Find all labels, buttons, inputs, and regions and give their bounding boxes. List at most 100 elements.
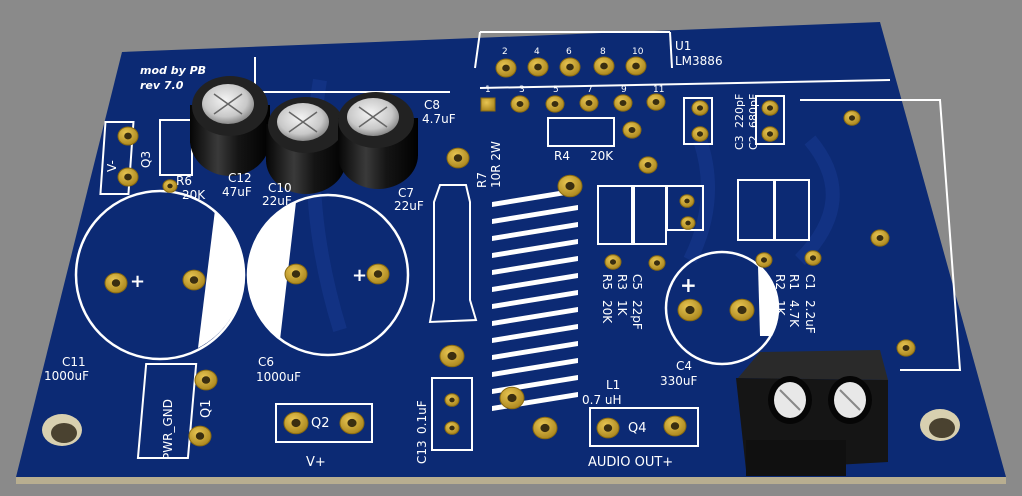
c1-value: 2.2uF: [803, 300, 817, 334]
r1-value: 4.7K: [787, 300, 801, 328]
c4-label: C4: [676, 359, 692, 373]
pad-hole: [603, 424, 613, 432]
pad-hole: [195, 432, 205, 440]
c3-label: C3: [733, 135, 746, 150]
c13-label: C13: [415, 440, 429, 464]
pad-hole: [124, 173, 132, 181]
c12-value: 47uF: [222, 185, 252, 199]
c4-plus-label: +: [680, 273, 697, 297]
c10-label: C10: [268, 181, 292, 195]
heatsink-stripe: [492, 256, 578, 275]
u1-part-label: LM3886: [675, 54, 723, 68]
pad-hole: [737, 305, 747, 315]
screw-terminal: [736, 350, 888, 476]
q3-label: Q3: [139, 151, 153, 168]
pin-number-top: 4: [534, 47, 540, 57]
c3-value: 220pF: [733, 94, 746, 128]
heatsink-stripe: [492, 341, 578, 360]
c4-footprint: [664, 250, 780, 366]
pad-hole: [111, 279, 121, 287]
pad-hole: [534, 63, 542, 71]
r7-label: R7: [475, 172, 489, 188]
heatsink-stripe: [492, 324, 578, 343]
capacitor-c12: [190, 76, 270, 176]
pad-hole: [453, 154, 463, 162]
r4-value: 20K: [590, 149, 614, 163]
pad-hole: [684, 198, 690, 204]
capacitor-c10: [266, 97, 346, 194]
heatsink-stripe: [492, 358, 578, 377]
c6-plus-label: +: [352, 265, 367, 286]
pad-hole: [685, 220, 691, 226]
c11-value: 1000uF: [44, 369, 89, 383]
v-plus-label: V+: [306, 455, 326, 470]
q4-label: Q4: [628, 421, 647, 436]
q2-label: Q2: [311, 416, 330, 431]
c5-value: 22pF: [630, 300, 644, 330]
pads-group: [104, 56, 916, 447]
pad-hole: [619, 99, 627, 107]
pad-hole: [540, 423, 550, 433]
c6-footprint: [246, 193, 410, 357]
r3-label: R3: [615, 274, 629, 290]
pad-hole: [609, 259, 617, 265]
c11-footprint: [74, 189, 246, 361]
pad-hole: [848, 115, 856, 121]
pad-hole: [449, 425, 455, 431]
u1-label: U1: [675, 39, 691, 53]
pin-number-top: 6: [566, 47, 572, 57]
heatsink-stripe: [492, 222, 578, 241]
c1-label: C1: [803, 274, 817, 290]
q1-label: Q1: [199, 399, 214, 418]
heatsink-stripe: [492, 273, 578, 292]
c7-value: 22uF: [394, 199, 424, 213]
pad-hole: [644, 161, 652, 169]
pad-hole: [653, 260, 661, 266]
c6-value: 1000uF: [256, 370, 301, 384]
pad-hole: [628, 126, 636, 134]
c8-value: 4.7uF: [422, 112, 456, 126]
r6-value: 20K: [182, 188, 206, 202]
pad-hole: [876, 234, 884, 242]
c13-value: 0.1uF: [415, 400, 429, 434]
heatsink-stripe: [492, 188, 578, 207]
pad-hole: [124, 132, 132, 140]
pad-hole: [291, 270, 301, 278]
heatsink-stripe: [492, 307, 578, 326]
pad-hole: [516, 100, 524, 108]
pin-number-bottom: 5: [553, 85, 559, 95]
pin-number-bottom: 11: [653, 85, 664, 95]
pad-hole: [696, 105, 704, 111]
pin-number-top: 2: [502, 47, 508, 57]
pin1-square-pad: [480, 97, 496, 112]
r5-value: 20K: [600, 300, 614, 324]
v-minus-label: V-: [105, 160, 119, 172]
pad-hole: [670, 422, 680, 430]
credit-text: mod by PB: [140, 64, 206, 77]
c5-label: C5: [630, 274, 644, 290]
r6-label: R6: [176, 174, 192, 188]
c7-label: C7: [398, 186, 414, 200]
pad-hole: [652, 98, 660, 106]
revision-text: rev 7.0: [140, 79, 184, 92]
pad-hole: [373, 270, 383, 278]
pad-hole: [566, 63, 574, 71]
r4-label: R4: [554, 149, 570, 163]
pad-hole: [167, 183, 173, 189]
pad-hole: [600, 62, 608, 70]
pin-number-top: 10: [632, 47, 644, 57]
r2-value: 1K: [773, 300, 787, 317]
capacitor-c7: [338, 92, 418, 189]
pin-number-bottom: 3: [519, 85, 525, 95]
pad-hole: [585, 99, 593, 107]
r1-label: R1: [787, 274, 801, 290]
pad-hole: [766, 131, 774, 137]
pad-hole: [507, 393, 517, 403]
pad-hole: [449, 397, 455, 403]
pad-hole: [551, 100, 559, 108]
r2-label: R2: [773, 274, 787, 290]
pad-hole: [347, 418, 357, 428]
pin-number-bottom: 7: [587, 85, 593, 95]
